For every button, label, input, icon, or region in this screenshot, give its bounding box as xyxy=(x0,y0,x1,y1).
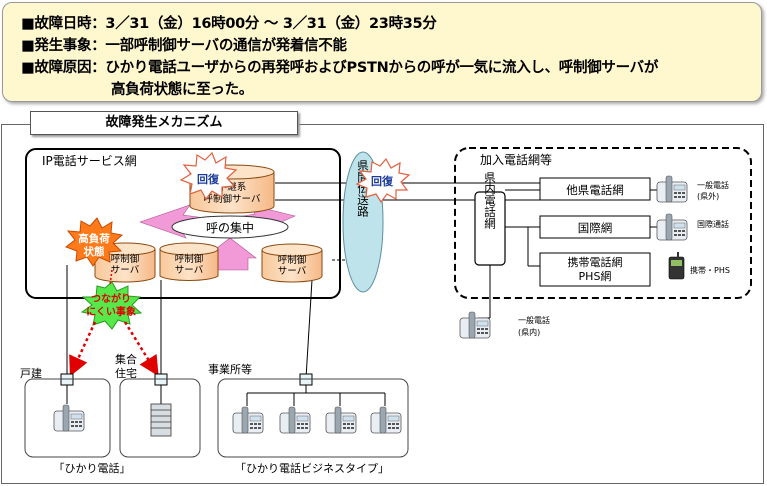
svg-text:にくい事象: にくい事象 xyxy=(86,305,136,318)
apartment-box xyxy=(119,378,201,458)
other-pref-network-label: 他県電話網 xyxy=(566,183,624,197)
phone-detached-icon xyxy=(53,404,85,432)
mobile-network-label-1: 携帯電話網 xyxy=(568,255,623,269)
svg-text:一般電話: 一般電話 xyxy=(518,315,550,325)
svg-text:携帯・PHS: 携帯・PHS xyxy=(690,265,730,275)
svg-text:(県外): (県外) xyxy=(697,191,719,201)
phone-office-4-icon xyxy=(370,406,402,434)
call-server-2: 呼制御 サーバ xyxy=(159,242,219,281)
business-service-label: 「ひかり電話ビジネスタイプ」 xyxy=(235,461,389,475)
apartment-label-1: 集合 xyxy=(115,352,137,366)
recovery-burst-2: 回復 xyxy=(355,157,411,204)
svg-text:回復: 回復 xyxy=(197,172,220,186)
international-network-box xyxy=(539,215,651,239)
server-rack-icon xyxy=(150,403,172,437)
prefecture-network-label: 県内電話網 xyxy=(483,171,497,229)
phone-outside-icon xyxy=(656,175,688,203)
fault-cause: ■故障原因：ひかり電話ユーザからの再発呼およびPSTNからの呼が一気に流入し、呼… xyxy=(21,60,659,76)
incident-summary-box: ■故障日時：3／31（金）16時00分 ～ 3／31（金）23時35分 ■発生事… xyxy=(2,2,762,102)
svg-text:つながり: つながり xyxy=(91,292,131,305)
hard-to-connect-burst: つながり にくい事象 xyxy=(80,281,143,330)
mobile-network-box xyxy=(539,252,651,287)
svg-text:高負荷: 高負荷 xyxy=(78,232,110,245)
svg-text:サーバ: サーバ xyxy=(278,266,307,277)
phone-office-1-icon xyxy=(232,406,264,434)
phone-international-icon xyxy=(656,213,688,241)
call-server-3: 呼制御 サーバ xyxy=(261,243,323,283)
subscriber-network-label: 加入電話網等 xyxy=(480,152,552,167)
ip-network-label: IP電話サービス網 xyxy=(42,153,137,168)
mobile-phone-icon xyxy=(668,252,685,280)
subscriber-network-box xyxy=(454,147,752,299)
svg-text:一般電話: 一般電話 xyxy=(697,180,729,190)
svg-text:呼制御: 呼制御 xyxy=(175,253,204,265)
office-label: 事業所等 xyxy=(208,362,252,376)
international-network-label: 国際網 xyxy=(578,221,613,235)
hikari-service-label: 「ひかり電話」 xyxy=(54,461,131,475)
detached-house-box xyxy=(24,378,111,458)
svg-text:呼制御サーバ: 呼制御サーバ xyxy=(204,193,261,205)
mechanism-title: 故障発生メカニズム xyxy=(30,111,298,135)
office-box xyxy=(217,378,409,458)
svg-text:呼制御: 呼制御 xyxy=(278,254,307,266)
call-concentration-bubble xyxy=(171,215,289,239)
phone-office-3-icon xyxy=(325,406,357,434)
high-load-burst: 高負荷 状態 xyxy=(64,217,124,267)
phone-office-2-icon xyxy=(279,406,311,434)
phone-inside-icon xyxy=(459,311,491,339)
occurred-event: ■発生事象：一部呼制御サーバの通信が発着信不能 xyxy=(21,38,347,54)
svg-text:状態: 状態 xyxy=(84,245,105,258)
recovery-burst-1: 回復 xyxy=(179,151,238,201)
mobile-network-label-2: PHS網 xyxy=(579,269,612,283)
detached-house-label: 戸建 xyxy=(20,366,42,380)
svg-text:(県内): (県内) xyxy=(518,327,540,337)
fault-datetime: ■故障日時：3／31（金）16時00分 ～ 3／31（金）23時35分 xyxy=(21,16,437,32)
ip-network-box xyxy=(25,148,341,299)
prefecture-network-box xyxy=(474,191,506,266)
svg-text:呼制御: 呼制御 xyxy=(111,253,140,265)
svg-text:国際通話: 国際通話 xyxy=(697,219,729,229)
call-concentration-label: 呼の集中 xyxy=(206,220,254,235)
apartment-label-2: 住宅 xyxy=(115,366,137,380)
svg-text:サーバ: サーバ xyxy=(111,265,140,276)
other-pref-network-box xyxy=(539,177,651,201)
mechanism-diagram-frame xyxy=(1,124,764,484)
svg-text:回復: 回復 xyxy=(371,174,394,188)
svg-text:サーバ: サーバ xyxy=(175,265,204,276)
fault-cause-continued: 高負荷状態に至った。 xyxy=(111,82,253,98)
